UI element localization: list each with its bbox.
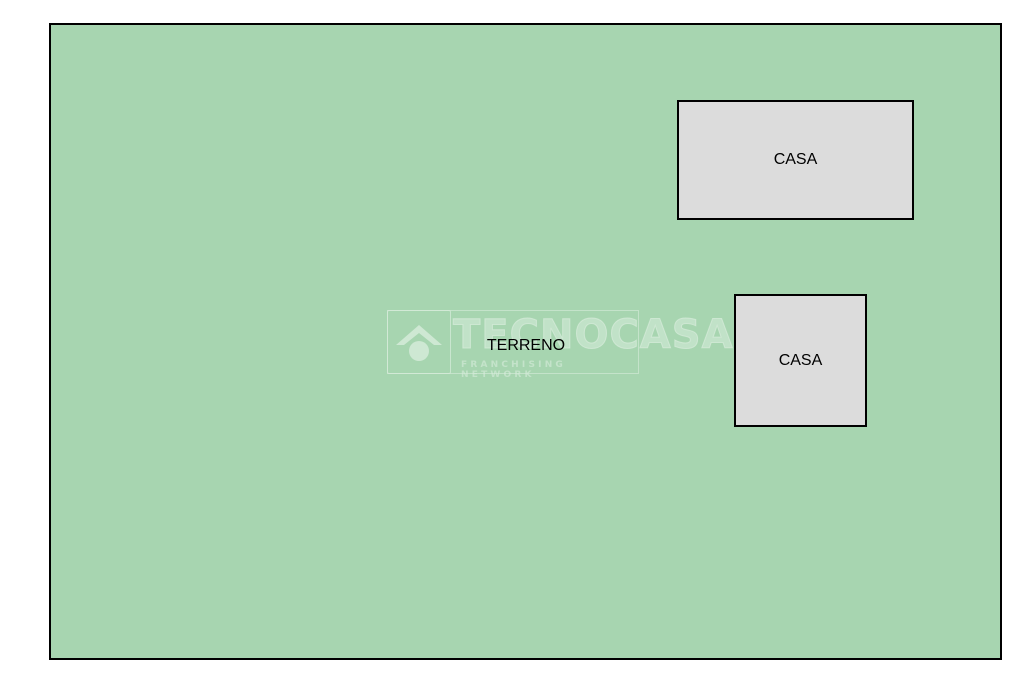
watermark-tagline: FRANCHISING NETWORK bbox=[461, 360, 567, 380]
watermark-frame bbox=[387, 310, 639, 374]
house-label-2: CASA bbox=[778, 351, 823, 369]
house-label-1: CASA bbox=[773, 151, 818, 168]
house-building-2: CASA bbox=[734, 294, 867, 427]
house-logo-icon bbox=[396, 325, 442, 361]
house-building-1: CASA bbox=[677, 100, 914, 220]
land-label: TERRENO bbox=[486, 337, 566, 354]
watermark: TECNOCASA FRANCHISING NETWORK bbox=[387, 310, 733, 380]
watermark-logo-box bbox=[387, 310, 451, 374]
watermark-brand: TECNOCASA bbox=[453, 312, 734, 359]
